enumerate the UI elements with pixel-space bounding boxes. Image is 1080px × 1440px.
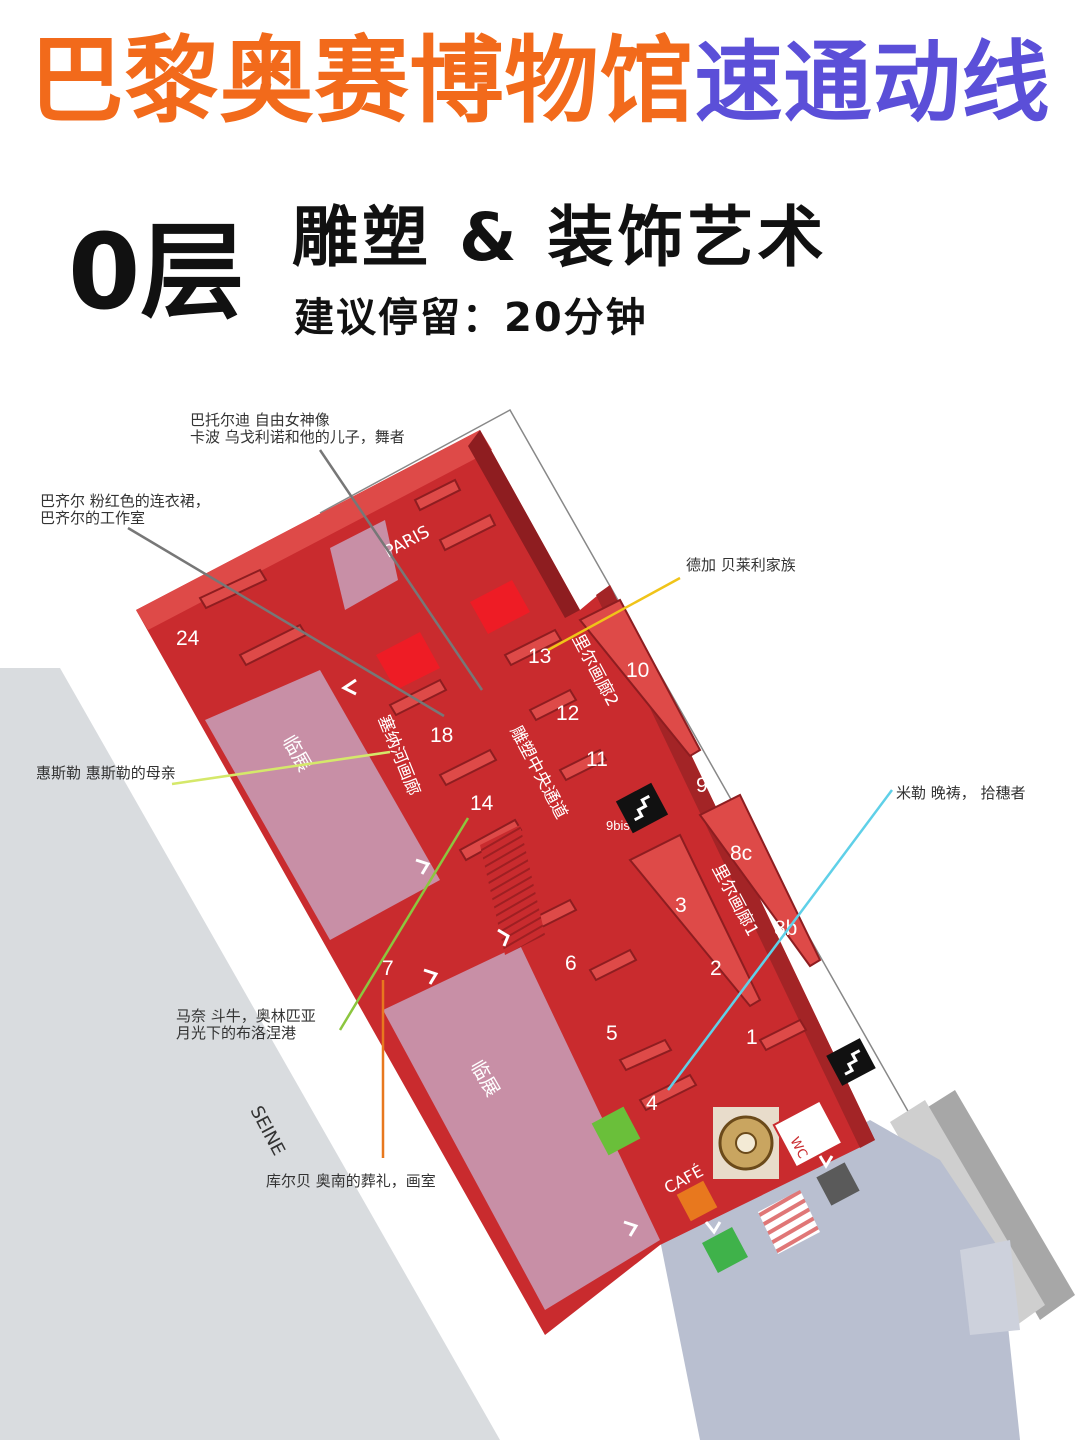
room-numbers: 24 18 14 13 12 11 10 9 8c 8b 8a 7 6 5 4 …	[176, 627, 840, 1115]
room-1: 1	[746, 1026, 758, 1049]
room-24: 24	[176, 627, 200, 650]
room-4: 4	[646, 1092, 658, 1115]
title-main: 巴黎奥赛博物馆	[29, 27, 695, 136]
room-7: 7	[382, 957, 394, 980]
arrow-icon	[415, 858, 431, 875]
grey-block-1	[920, 1090, 1075, 1320]
wc-icon: WC	[772, 1099, 844, 1169]
annotation-manet-2: 月光下的布洛涅港	[176, 1024, 296, 1042]
annotation-degas: 德加 贝莱利家族	[686, 556, 796, 574]
room-11: 11	[586, 748, 608, 771]
leader-manet	[338, 817, 470, 1031]
stairs-icon	[615, 782, 669, 834]
room-13: 13	[528, 645, 551, 668]
leader-degas	[547, 576, 681, 652]
room-2: 2	[710, 957, 722, 980]
stairs-icon	[826, 1038, 876, 1086]
room-9bis: 9bis	[606, 818, 630, 833]
page-title: 巴黎奥赛博物馆速通动线	[0, 22, 1080, 143]
leader-millet	[666, 789, 894, 1091]
annotation-whistler: 惠斯勒 惠斯勒的母亲	[36, 764, 176, 782]
annotation-courbet: 库尔贝 奥南的葬礼，画室	[266, 1172, 436, 1190]
interior-walls	[198, 478, 822, 1112]
arrow-icon	[623, 1220, 639, 1237]
annotation-leaders	[127, 449, 894, 1158]
grey-square	[816, 1162, 860, 1206]
exhibition-top	[205, 670, 440, 940]
room-6: 6	[565, 952, 577, 975]
building-wall-right	[468, 430, 580, 618]
cafe-icon	[676, 1180, 718, 1222]
red-block-1	[376, 632, 440, 690]
annotation-millet: 米勒 晚祷， 拾穗者	[896, 784, 1026, 802]
exhibition-bottom	[383, 945, 660, 1310]
room-12: 12	[556, 702, 579, 725]
annotation-bazille-1: 巴齐尔 粉红色的连衣裙，	[40, 492, 210, 510]
exit-icon	[591, 1106, 641, 1156]
annotations: 巴托尔迪 自由女神像 卡波 乌戈利诺和他的儿子，舞者 巴齐尔 粉红色的连衣裙， …	[36, 411, 1026, 1190]
title-accent: 速通动线	[694, 31, 1051, 134]
floor-subject: 雕塑 & 装饰艺术	[292, 199, 828, 276]
suggested-stay: 建议停留：20分钟	[294, 295, 648, 341]
room-9: 9	[696, 774, 708, 797]
green-square	[702, 1227, 748, 1273]
arrow-icon	[423, 968, 439, 985]
route-arrows	[341, 678, 834, 1237]
room-5: 5	[606, 1022, 618, 1045]
arrow-icon	[341, 678, 357, 696]
entrance-hall-edge	[960, 1240, 1020, 1335]
arrow-icon	[704, 1221, 722, 1235]
annotation-bazille-2: 巴齐尔的工作室	[40, 509, 145, 527]
building-wall-top	[136, 430, 492, 630]
room-18: 18	[430, 724, 453, 747]
leader-bartholdi	[318, 449, 484, 691]
arrow-icon	[497, 928, 510, 947]
leader-whistler	[171, 750, 391, 786]
floor-label: 0层	[68, 211, 245, 333]
room-8a: 8a	[816, 989, 840, 1012]
room-8c: 8c	[730, 842, 752, 865]
red-block-2	[470, 580, 530, 634]
leader-bazille	[127, 526, 445, 718]
seine-river	[0, 668, 500, 1440]
annotation-manet-1: 马奈 斗牛，奥林匹亚	[176, 1007, 316, 1025]
seine-gallery-floor	[480, 825, 545, 955]
museum-floor-map: SEINE 临展 临展 塞纳河画廊	[0, 408, 1075, 1440]
annotation-bartholdi-1: 巴托尔迪 自由女神像	[190, 411, 330, 429]
room-14: 14	[470, 792, 494, 815]
annotation-bartholdi-2: 卡波 乌戈利诺和他的儿子，舞者	[190, 428, 405, 446]
museum-clock-icon	[713, 1107, 779, 1179]
room-3: 3	[675, 894, 687, 917]
room-10: 10	[626, 659, 649, 682]
entrance-stairs	[758, 1190, 820, 1254]
arrow-icon	[818, 1155, 834, 1169]
